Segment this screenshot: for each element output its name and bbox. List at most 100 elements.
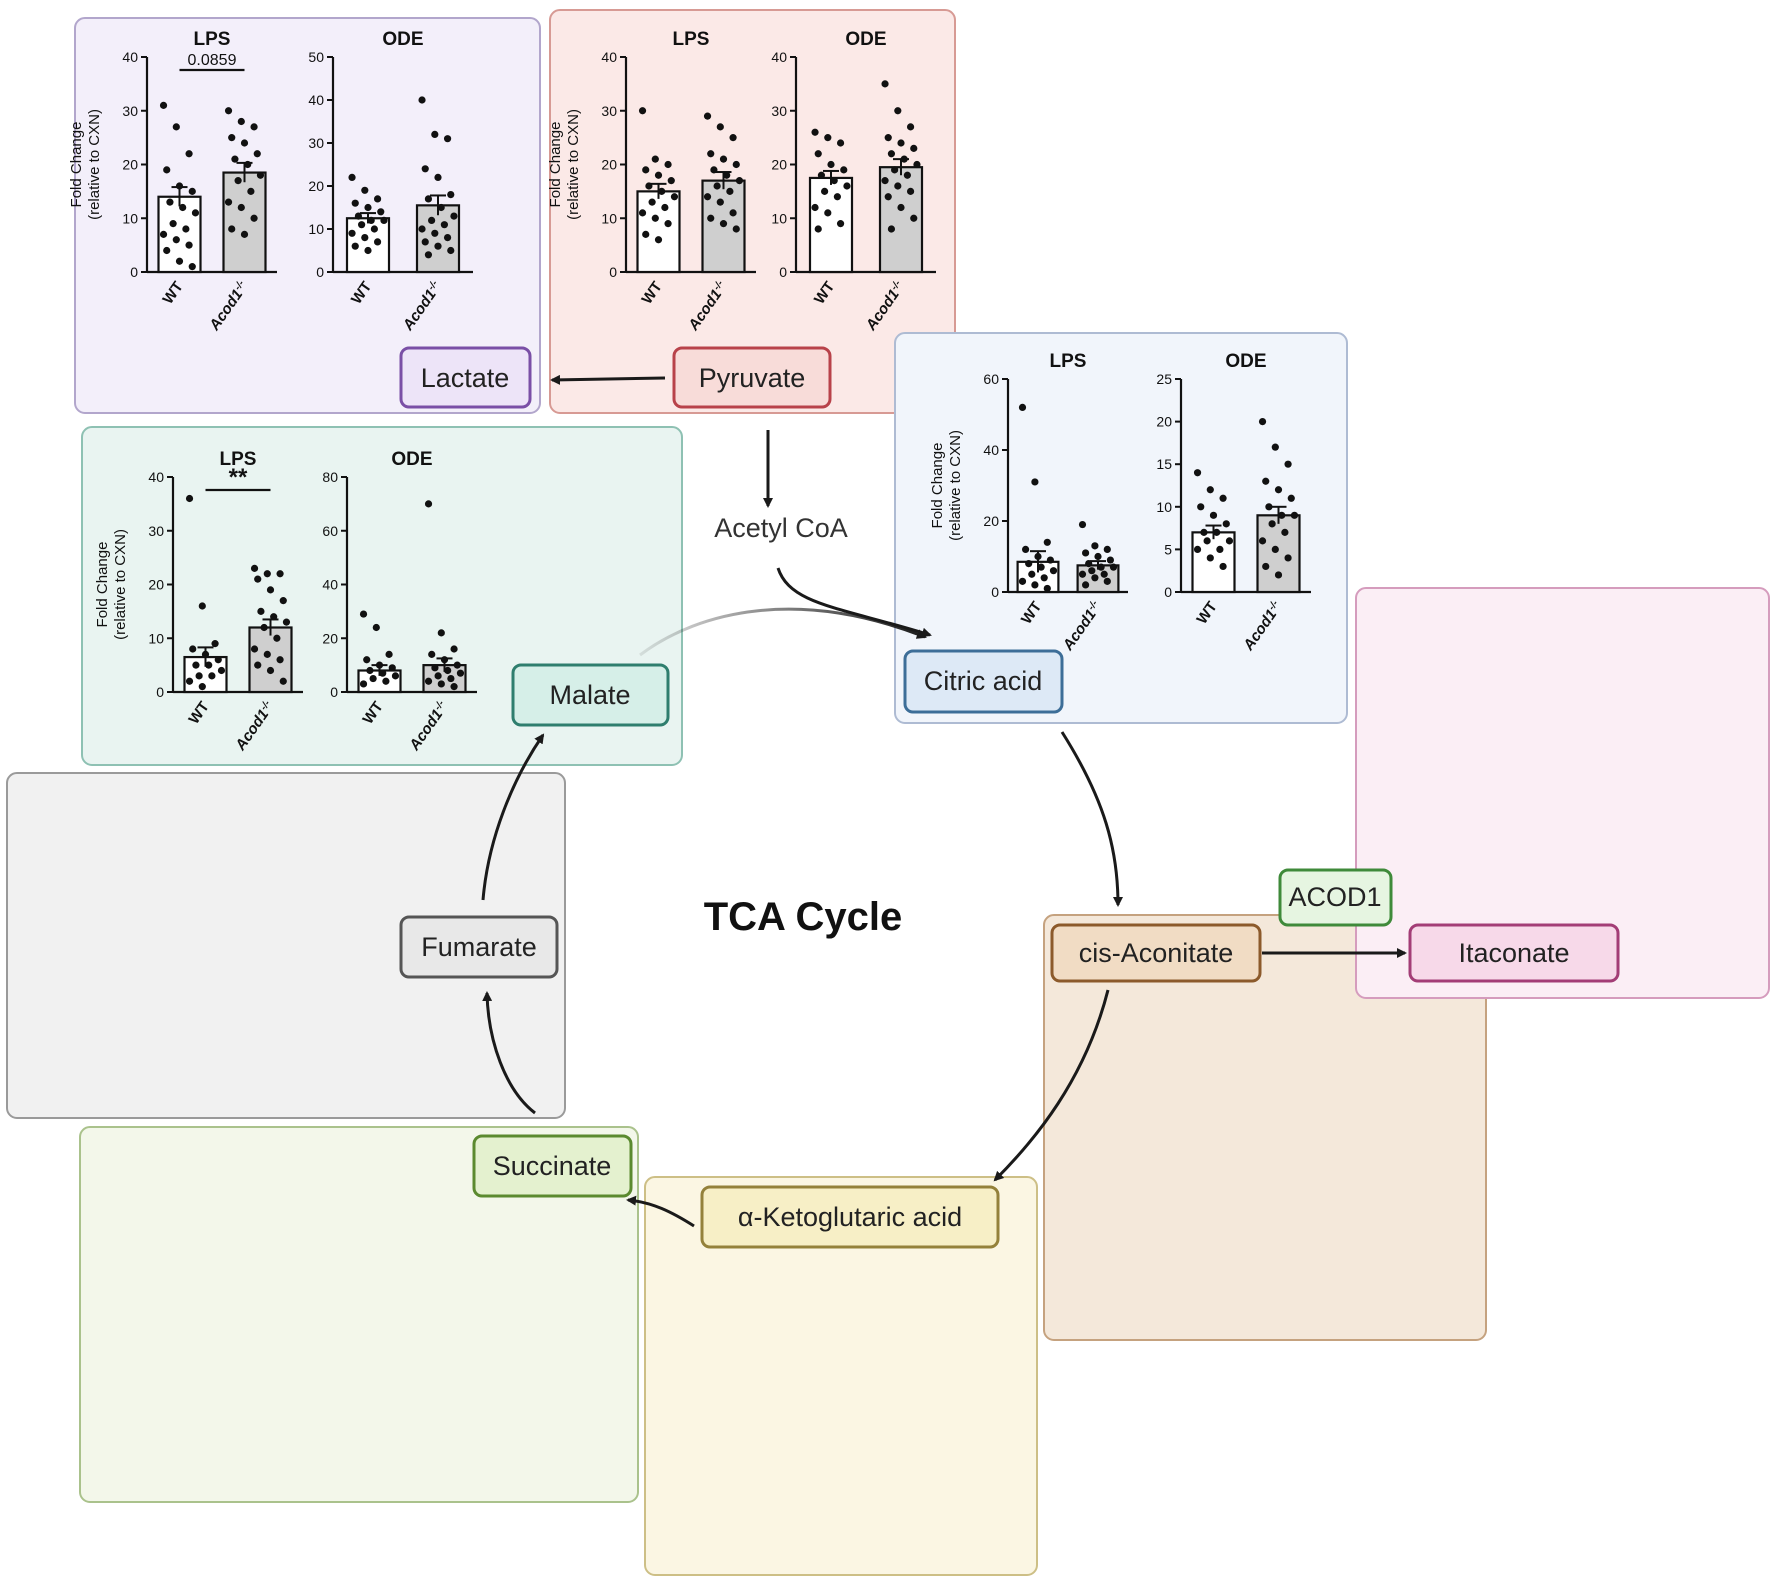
data-point [377, 208, 385, 216]
data-point [240, 230, 249, 238]
data-point [814, 225, 822, 233]
data-point [723, 171, 731, 179]
chart-title: ODE [1225, 351, 1266, 372]
data-point [913, 160, 921, 169]
data-point [375, 661, 384, 669]
data-point [1284, 460, 1292, 468]
data-point [188, 187, 196, 195]
data-point [1040, 574, 1048, 582]
data-point [827, 160, 835, 169]
data-point [276, 656, 284, 664]
data-point [1216, 545, 1224, 554]
data-point [254, 575, 262, 583]
data-point [1088, 567, 1096, 575]
data-point [447, 246, 455, 255]
data-point [450, 683, 458, 691]
cisaconitate-label: cis-Aconitate [1079, 938, 1234, 968]
data-point [654, 171, 663, 179]
y-tick-label: 20 [308, 178, 324, 194]
data-point [1262, 562, 1270, 571]
data-point [437, 629, 445, 637]
acetylcoa-label: Acetyl CoA [714, 513, 848, 543]
data-point [224, 107, 233, 115]
y-axis-label: Fold Change(relative to CXN) [68, 109, 103, 220]
data-point [1085, 560, 1093, 568]
data-point [716, 198, 724, 206]
data-point [228, 225, 236, 233]
data-point [279, 677, 287, 685]
data-point [667, 177, 675, 185]
bar [222, 171, 267, 274]
data-point [821, 187, 829, 195]
data-point [373, 238, 382, 246]
data-point [1049, 567, 1058, 575]
data-point [166, 198, 174, 206]
y-tick-label: 40 [771, 49, 787, 65]
y-tick-label: 40 [148, 469, 164, 485]
data-point [367, 216, 375, 224]
data-point [897, 203, 905, 212]
significance-label: 0.0859 [188, 52, 237, 69]
data-point [359, 680, 368, 688]
data-point [254, 661, 262, 669]
data-point [1021, 545, 1030, 554]
y-tick-label: 60 [322, 523, 338, 539]
y-tick-label: 25 [1156, 371, 1172, 387]
data-point [884, 134, 892, 142]
bar [808, 176, 854, 274]
data-point [431, 130, 439, 138]
pyruvate-label-box: Pyruvate [672, 346, 832, 409]
data-point [172, 236, 180, 244]
arrow-fumarate-to-malate [481, 733, 545, 901]
data-point [443, 135, 452, 143]
data-point [428, 216, 436, 224]
data-point [348, 229, 356, 237]
data-point [366, 666, 374, 675]
data-point [830, 177, 838, 185]
data-point [1094, 552, 1102, 561]
data-point [421, 238, 429, 246]
data-point [1274, 571, 1283, 579]
data-point [1271, 443, 1279, 451]
data-point [910, 214, 918, 222]
itaconate-panel [1355, 587, 1770, 999]
data-point [364, 246, 372, 255]
y-axis-label: Fold Change(relative to CXN) [547, 109, 582, 220]
data-point [201, 650, 210, 658]
data-point [1219, 494, 1227, 502]
data-point [648, 198, 656, 206]
y-tick-label: 10 [1156, 499, 1172, 515]
data-point [253, 150, 261, 158]
y-tick-label: 20 [771, 157, 787, 173]
data-point [1097, 563, 1105, 571]
y-tick-label: 40 [122, 49, 138, 65]
data-point [1025, 560, 1033, 568]
data-point [664, 220, 672, 228]
chart-title: ODE [391, 449, 432, 470]
y-tick-label: 0 [156, 684, 164, 700]
citric-label-box: Citric acid [903, 649, 1064, 714]
data-point [364, 203, 372, 212]
data-point [188, 263, 196, 271]
data-point [670, 193, 679, 201]
y-tick-label: 20 [148, 577, 164, 593]
data-point [224, 198, 233, 206]
data-point [443, 234, 452, 242]
data-point [1028, 570, 1036, 578]
lactate-panel [74, 17, 541, 414]
data-point [817, 171, 826, 179]
data-point [380, 216, 388, 224]
data-point [276, 570, 284, 578]
data-point [270, 613, 278, 621]
data-point [175, 257, 184, 265]
y-tick-label: 0 [1164, 584, 1172, 600]
data-point [424, 677, 433, 685]
data-point [836, 139, 845, 147]
arrow-akg-to-succinate [626, 1195, 695, 1228]
data-point [385, 650, 393, 658]
data-point [903, 171, 911, 179]
data-point [450, 212, 458, 220]
y-tick-label: 50 [308, 49, 324, 65]
